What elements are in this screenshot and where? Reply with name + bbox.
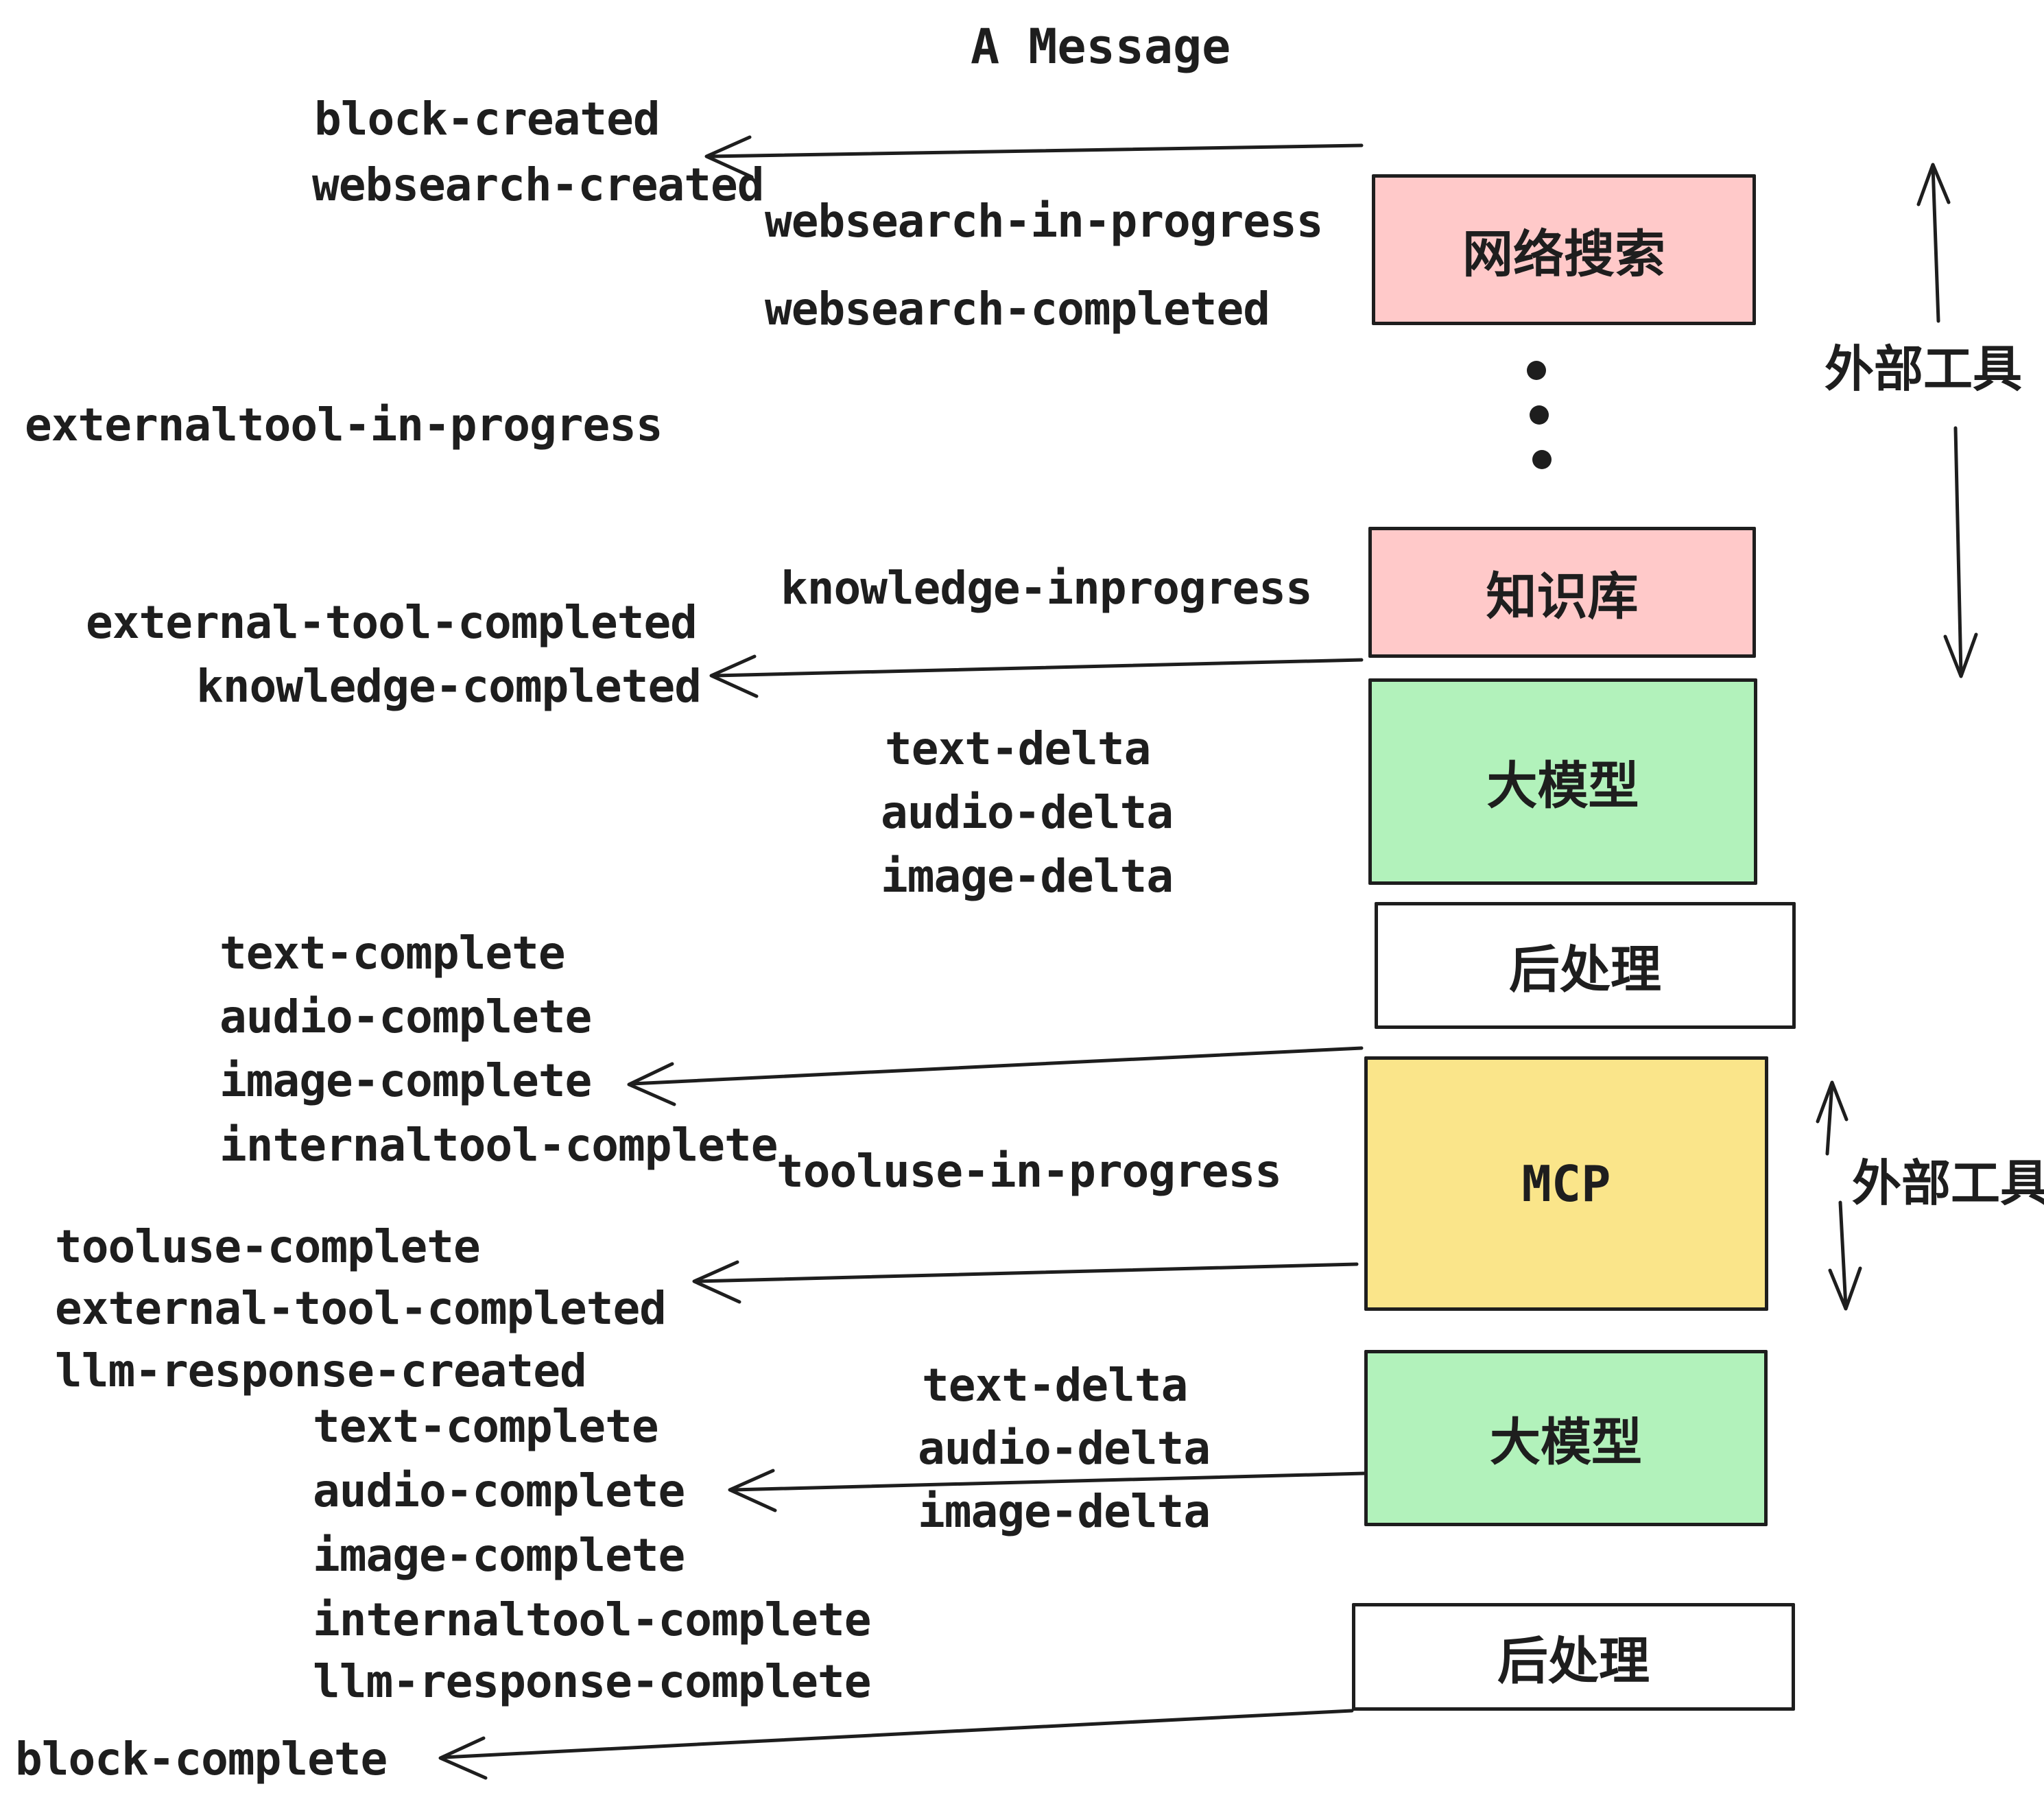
event-image-delta-2: image-delta <box>918 1485 1211 1538</box>
event-tooluse-complete: tooluse-complete <box>55 1220 481 1273</box>
event-internaltool-complete-2: internaltool-complete <box>313 1593 871 1646</box>
box-mcp-label: MCP <box>1521 1154 1611 1213</box>
event-external-tool-completed: external-tool-completed <box>86 596 698 649</box>
external-tools-up-arrow <box>1916 163 1951 323</box>
event-externaltool-in-progress: externaltool-in-progress <box>25 399 663 451</box>
external-tools-label: 外部工具 <box>1825 340 2023 398</box>
box-mcp: MCP <box>1364 1056 1768 1311</box>
box-llm-1: 大模型 <box>1368 678 1757 885</box>
event-external-tool-completed-2: external-tool-completed <box>55 1282 667 1335</box>
event-text-complete: text-complete <box>219 927 566 980</box>
box-llm-2: 大模型 <box>1364 1350 1768 1526</box>
event-audio-delta-2: audio-delta <box>918 1422 1211 1475</box>
box-websearch-label: 网络搜索 <box>1462 224 1665 284</box>
event-llm-response-created: llm-response-created <box>55 1344 587 1397</box>
event-image-complete-2: image-complete <box>313 1529 685 1582</box>
event-audio-complete-2: audio-complete <box>313 1464 685 1517</box>
event-knowledge-completed: knowledge-completed <box>196 660 702 713</box>
box-knowledge: 知识库 <box>1368 527 1756 658</box>
event-llm-response-complete: llm-response-complete <box>313 1655 871 1708</box>
arrow-to-knowledge-completed <box>709 654 1364 698</box>
box-llm-2-label: 大模型 <box>1490 1413 1642 1472</box>
event-websearch-completed: websearch-completed <box>765 283 1270 335</box>
event-audio-delta: audio-delta <box>881 786 1174 839</box>
mcp-external-tools-up-arrow <box>1816 1080 1849 1156</box>
event-text-complete-2: text-complete <box>313 1400 659 1453</box>
event-websearch-in-progress: websearch-in-progress <box>765 195 1323 248</box>
event-image-delta: image-delta <box>881 850 1174 903</box>
ellipsis-dots <box>1527 361 1552 469</box>
box-postprocess-1-label: 后处理 <box>1509 940 1661 999</box>
arrow-to-block-complete <box>438 1709 1354 1780</box>
mcp-external-tools-down-arrow <box>1828 1200 1862 1311</box>
event-tooluse-in-progress: tooluse-in-progress <box>776 1145 1282 1198</box>
box-postprocess-2: 后处理 <box>1352 1603 1795 1711</box>
mcp-external-tools-label: 外部工具 <box>1852 1154 2044 1212</box>
box-llm-1-label: 大模型 <box>1486 757 1639 816</box>
arrow-to-audio-complete <box>728 1469 1366 1512</box>
box-postprocess-2-label: 后处理 <box>1497 1632 1650 1691</box>
event-image-complete: image-complete <box>219 1054 592 1107</box>
external-tools-down-arrow <box>1943 426 1978 678</box>
arrow-to-tooluse-complete <box>692 1260 1359 1304</box>
box-postprocess-1: 后处理 <box>1375 902 1796 1029</box>
arrow-to-websearch-created <box>704 135 1364 179</box>
event-text-delta-2: text-delta <box>922 1359 1188 1412</box>
event-audio-complete: audio-complete <box>219 990 592 1043</box>
box-websearch: 网络搜索 <box>1372 174 1756 325</box>
arrow-to-image-complete <box>627 1046 1364 1106</box>
event-block-complete: block-complete <box>15 1733 388 1785</box>
box-knowledge-label: 知识库 <box>1486 567 1639 626</box>
event-websearch-created: websearch-created <box>312 158 765 211</box>
event-text-delta: text-delta <box>885 722 1151 775</box>
event-block-created: block-created <box>314 93 661 145</box>
event-knowledge-inprogress: knowledge-inprogress <box>781 562 1313 615</box>
page-title: A Message <box>971 19 1231 75</box>
event-internaltool-complete: internaltool-complete <box>219 1119 778 1172</box>
